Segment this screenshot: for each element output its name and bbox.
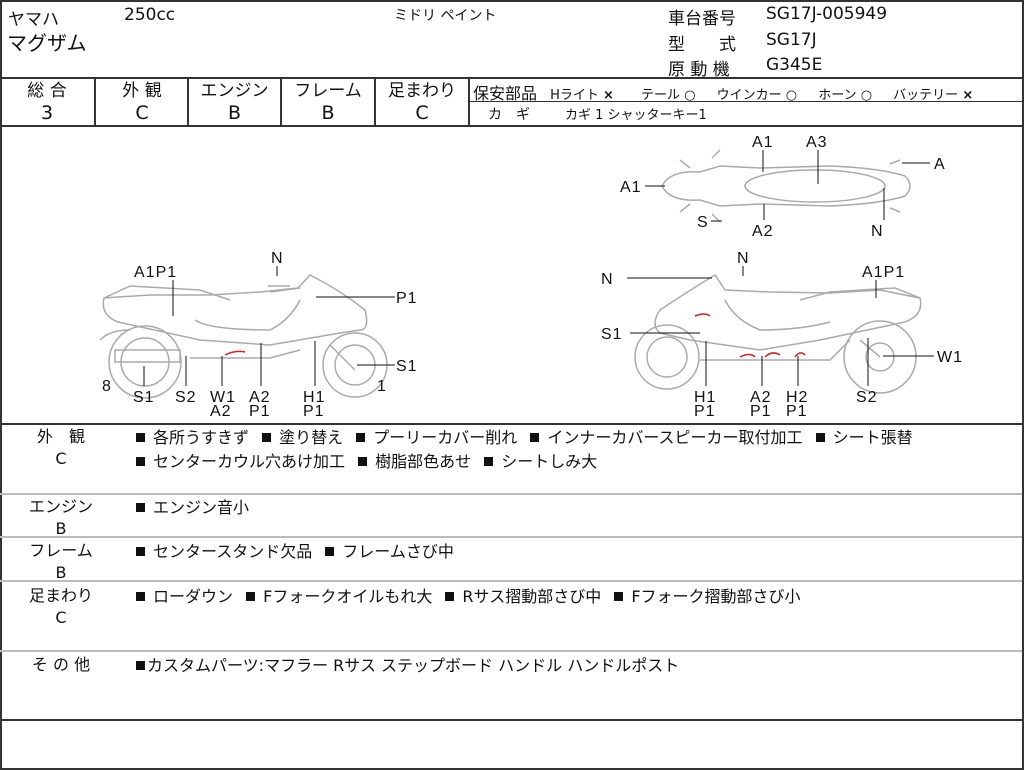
label-p1: P1 xyxy=(694,403,716,420)
label-s: S xyxy=(697,214,709,231)
key-label: カ ギ xyxy=(488,107,530,123)
remarks-other: そ の 他 カスタムパーツ:マフラー Rサス ステップボード ハンドル ハンドル… xyxy=(31,655,680,675)
label-n: N xyxy=(871,223,884,240)
label-n: N xyxy=(271,250,284,267)
label-a2: A2 xyxy=(210,403,232,420)
maker: ヤマハ xyxy=(8,10,59,30)
divider xyxy=(0,125,1022,127)
label-p1: P1 xyxy=(249,403,271,420)
label-a1: A1 xyxy=(620,179,642,196)
label-s1: S1 xyxy=(601,326,623,343)
divider xyxy=(0,423,1022,425)
scooter-side-right-drawing xyxy=(634,273,922,394)
scooter-top-drawing xyxy=(661,149,911,223)
label-w1: W1 xyxy=(937,349,963,366)
label-a2: A2 xyxy=(249,389,271,406)
safety-parts: 保安部品 Hライト × テール ○ ウインカー ○ ホーン ○ バッテリー × xyxy=(473,84,974,103)
model-name: マグザム xyxy=(7,31,87,55)
displacement: 250cc xyxy=(124,5,176,25)
label-a: A xyxy=(934,156,946,173)
label-h2: H2 xyxy=(786,389,808,406)
label-s2: S2 xyxy=(856,389,878,406)
label-p1: P1 xyxy=(396,290,418,307)
leader-lines xyxy=(143,150,934,386)
label-p1: P1 xyxy=(786,403,808,420)
label-1: 1 xyxy=(377,378,387,395)
label-a1: A1 xyxy=(752,134,774,151)
color: ミドリ ペイント xyxy=(394,8,497,24)
type-label: 型 式 xyxy=(668,35,736,55)
engine-value: G345E xyxy=(766,55,823,75)
label-n: N xyxy=(601,271,614,288)
label-h1: H1 xyxy=(694,389,716,406)
chassis-label: 車台番号 xyxy=(668,9,736,29)
scooter-side-left-drawing xyxy=(99,274,388,399)
label-8: 8 xyxy=(102,378,112,395)
key-value: カギ 1 シャッターキー1 xyxy=(565,108,707,123)
label-a2: A2 xyxy=(750,389,772,406)
chassis-number: SG17J-005949 xyxy=(766,4,888,24)
divider xyxy=(0,77,1022,79)
divider xyxy=(0,719,1022,721)
label-p1: P1 xyxy=(303,403,325,420)
label-a1p1: A1P1 xyxy=(134,264,177,281)
label-a3: A3 xyxy=(806,134,828,151)
label-p1: P1 xyxy=(750,403,772,420)
damage-diagram: A1 A3 A A1 S A2 N N A1P1 P1 S1 8 1 S1 S2… xyxy=(99,134,963,420)
label-s1: S1 xyxy=(396,358,418,375)
label-w1: W1 xyxy=(210,389,236,406)
engine-label: 原 動 機 xyxy=(668,60,730,80)
label-n: N xyxy=(737,250,750,267)
label-s1: S1 xyxy=(133,389,155,406)
type-value: SG17J xyxy=(766,30,817,50)
label-h1: H1 xyxy=(303,389,325,406)
label-a1p1: A1P1 xyxy=(862,264,905,281)
label-s2: S2 xyxy=(175,389,197,406)
label-a2: A2 xyxy=(752,223,774,240)
